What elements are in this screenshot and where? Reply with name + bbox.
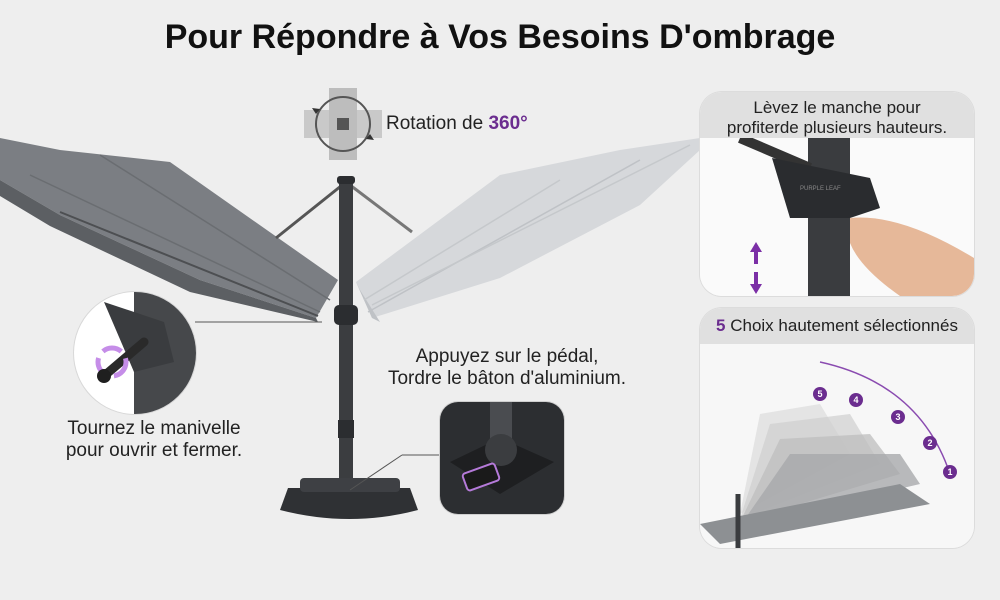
pedal-detail-image (440, 402, 564, 514)
tilt-label: Choix hautement sélectionnés (730, 316, 958, 335)
handle-caption-line1: Lèvez le manche pour (753, 98, 921, 117)
handle-detail-image: PURPLE LEAF (700, 133, 974, 296)
umbrella-base (280, 488, 418, 519)
tilt-card: 5 Choix hautement sélectionnés 5 4 3 2 1 (700, 308, 974, 548)
crank-detail-image (74, 292, 196, 414)
handle-card: Lèvez le manche pour profiterde plusieur… (700, 92, 974, 296)
pedal-caption-line1: Appuyez sur le pédal, (415, 346, 599, 367)
brand-label: PURPLE LEAF (800, 186, 841, 192)
rotation-label: Rotation de (386, 113, 484, 134)
crank-caption-line1: Tournez le manivelle (67, 418, 241, 439)
crank-caption-line2: pour ouvrir et fermer. (65, 440, 243, 461)
tilt-position-1: 1 (947, 467, 952, 477)
tilt-position-5: 5 (817, 389, 822, 399)
dark-canopy (0, 138, 338, 318)
tilt-positions-image: 5 4 3 2 1 (700, 344, 974, 548)
pedal-caption-line2: Tordre le bâton d'aluminium. (387, 368, 627, 389)
rotation-value: 360° (488, 113, 528, 134)
handle-caption-line2: profiterde plusieurs hauteurs. (726, 118, 948, 137)
tilt-count: 5 (716, 316, 726, 335)
umbrella-pole (339, 178, 353, 498)
rotation-icon (304, 88, 382, 160)
tilt-position-2: 2 (927, 438, 932, 448)
tilt-position-3: 3 (895, 412, 900, 422)
page-title: Pour Répondre à Vos Besoins D'ombrage (164, 18, 836, 56)
tilt-position-4: 4 (853, 395, 858, 405)
